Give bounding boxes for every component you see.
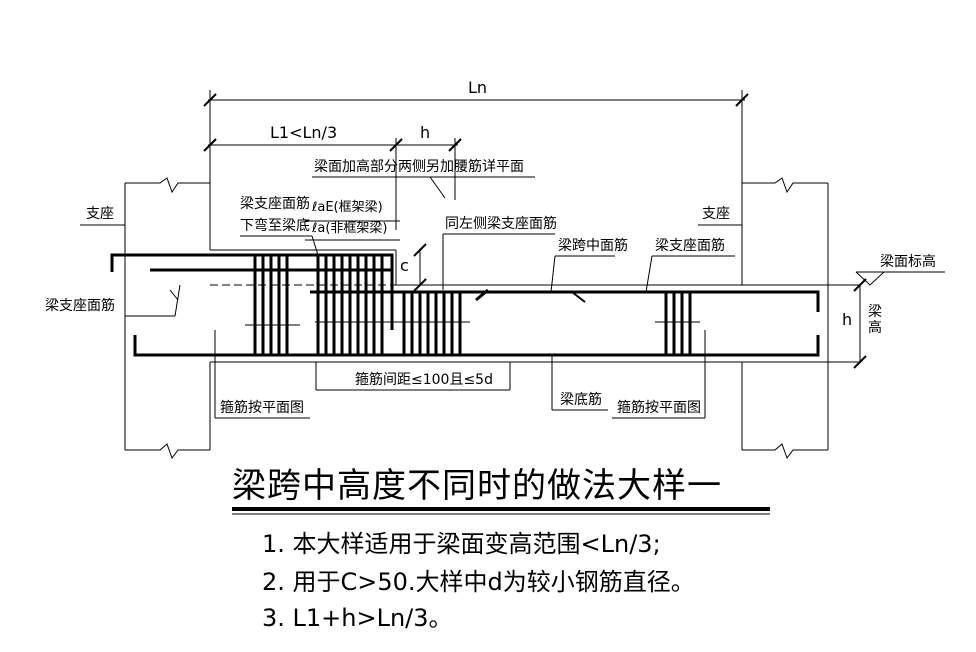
raised-top-label: 梁面加高部分两侧另加腰筋详平面	[314, 159, 524, 175]
top-bar-bend-label-1: 梁支座面筋	[240, 196, 310, 212]
bottom-bar	[133, 335, 820, 357]
note-3: 3. L1+h>Ln/3。	[262, 604, 453, 632]
beam-h-label: h	[842, 310, 853, 329]
top-bar-bend-label-2: 下弯至梁底	[240, 218, 310, 234]
dim-ln-label: Ln	[468, 78, 488, 97]
support-top-left-label: 梁支座面筋	[45, 298, 115, 314]
note-2: 2. 用于C>50.大样中d为较小钢筋直径。	[262, 568, 695, 596]
la-label: ℓa(非框架梁)	[312, 221, 388, 236]
mid-top-label: 梁跨中面筋	[558, 238, 628, 254]
same-as-left-label: 同左侧梁支座面筋	[445, 216, 557, 232]
beam-top-elev-label: 梁面标高	[880, 254, 936, 270]
dim-h-label: h	[420, 123, 431, 142]
dim-l1-label: L1<Ln/3	[270, 123, 338, 142]
lae-label: ℓaE(框架梁)	[312, 200, 383, 215]
stirrup-right-label: 箍筋按平面图	[617, 400, 701, 416]
note-1: 1. 本大样适用于梁面变高范围<Ln/3;	[262, 530, 661, 558]
page-title: 梁跨中高度不同时的做法大样一	[232, 466, 722, 506]
beam-height-label: 梁高	[868, 304, 882, 336]
stirrup-left-label: 箍筋按平面图	[220, 400, 304, 416]
support-left-label: 支座	[86, 206, 114, 222]
c-label: c	[400, 256, 409, 275]
support-top-right-label: 梁支座面筋	[655, 238, 725, 254]
support-right-label: 支座	[702, 206, 730, 222]
mid-span-top-bar	[310, 290, 820, 312]
bottom-bar-label: 梁底筋	[560, 392, 602, 408]
stirrup-spacing-label: 箍筋间距≤100且≤5d	[355, 372, 493, 388]
